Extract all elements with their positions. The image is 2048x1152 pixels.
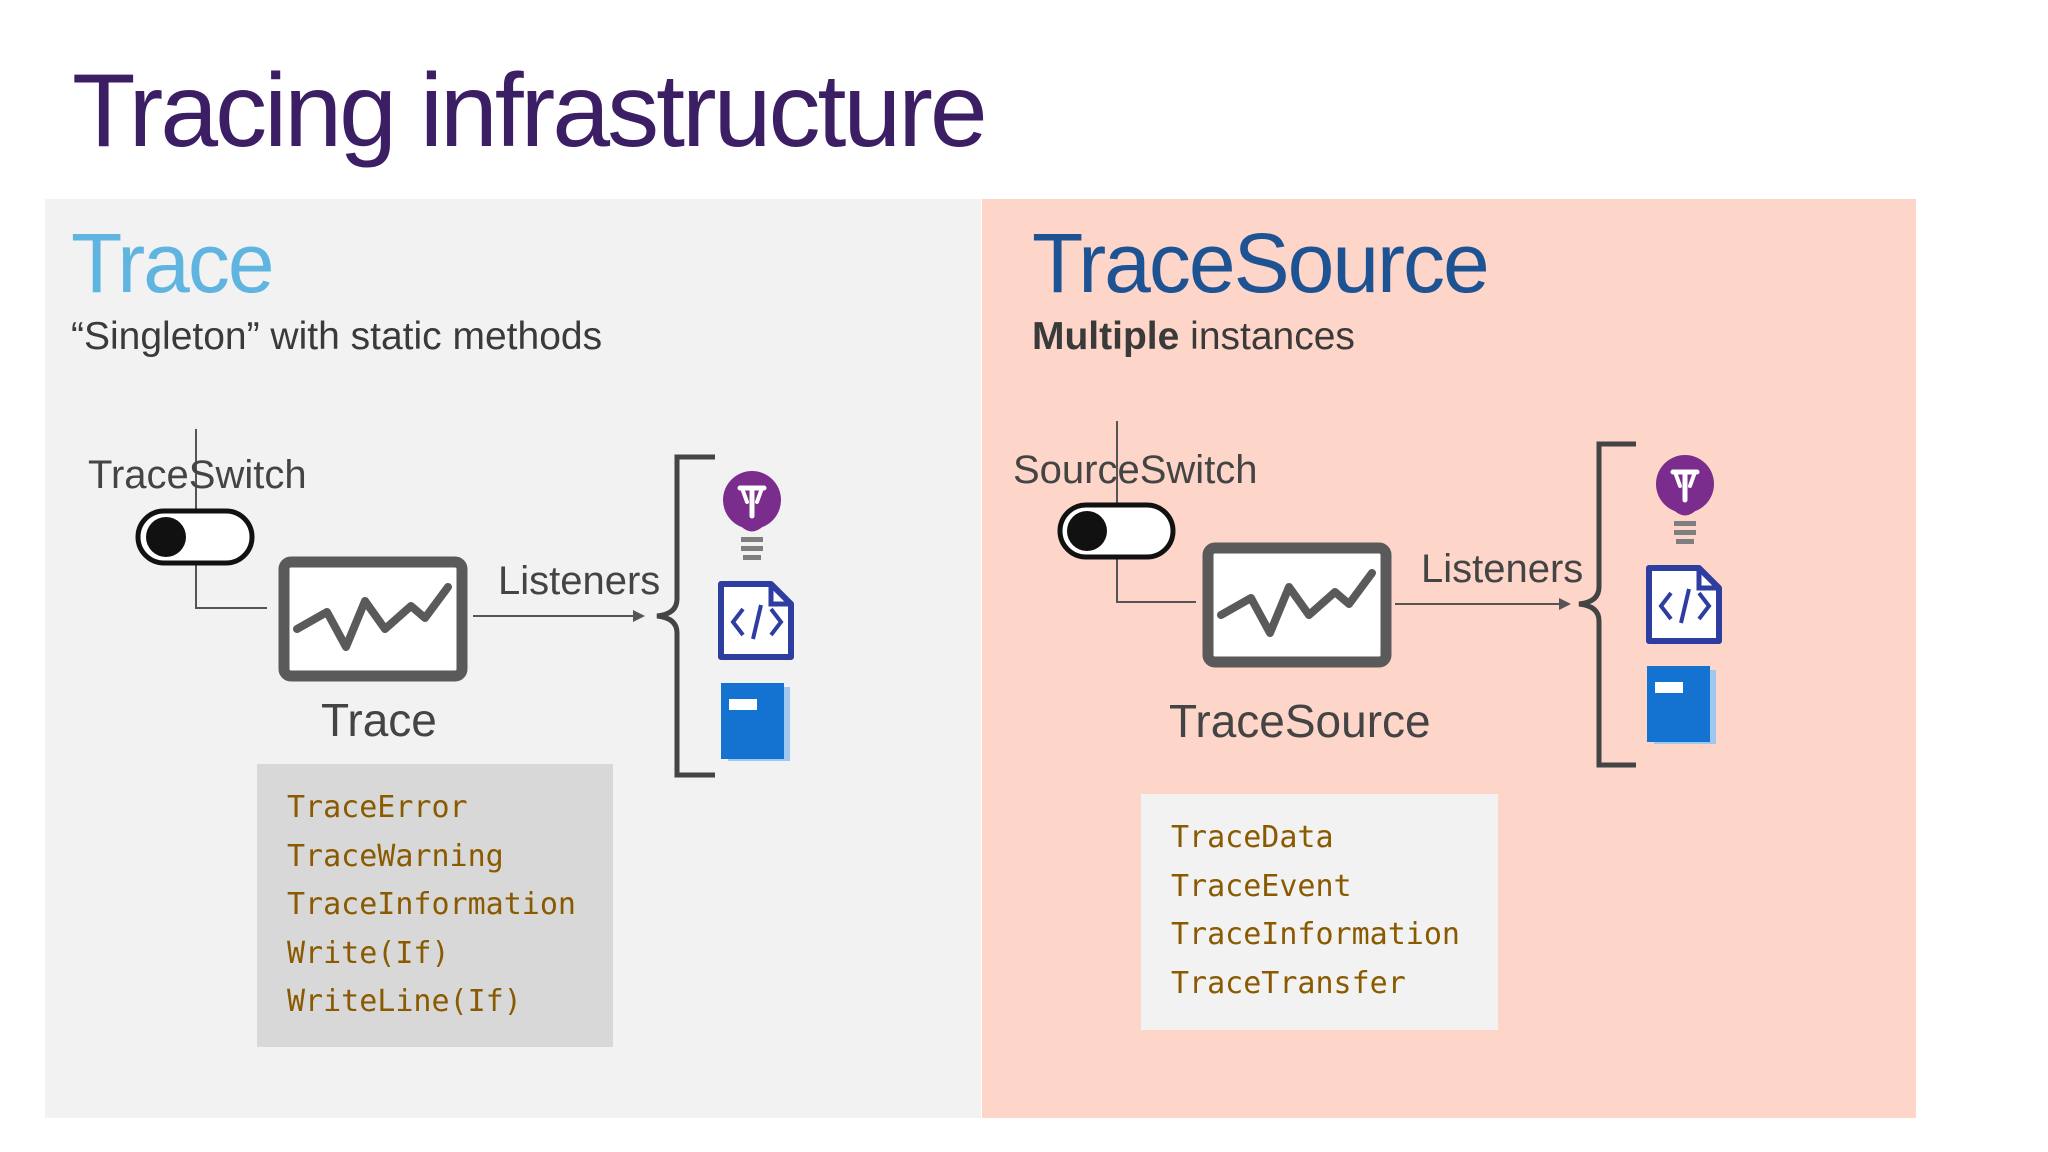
listeners-label: Listeners (1421, 547, 1584, 591)
method-item: TraceError (287, 790, 468, 825)
trace-diagram (135, 429, 794, 778)
listeners-arrow (1395, 598, 1571, 610)
monitor-chart-icon (1202, 542, 1392, 668)
tracesource-diagram (1057, 421, 1722, 768)
trace-methods-box: TraceError TraceWarning TraceInformation… (257, 764, 613, 1047)
toggle-switch-off-icon (1057, 502, 1176, 560)
lightbulb-icon (723, 471, 781, 560)
slide-title: Tracing infrastructure (72, 53, 988, 169)
trace-subtitle: “Singleton” with static methods (71, 315, 603, 358)
trace-heading: Trace (71, 216, 275, 310)
sourceswitch-label: SourceSwitch (1013, 448, 1258, 492)
method-item: TraceInformation (1171, 917, 1460, 952)
subtitle-rest-text: instances (1179, 315, 1355, 358)
lightbulb-icon (1656, 455, 1714, 544)
listeners-label: Listeners (498, 559, 661, 603)
monitor-chart-icon (278, 556, 468, 682)
tracesource-subtitle: Multiple instances (1032, 315, 1355, 359)
tracesource-methods-box: TraceData TraceEvent TraceInformation Tr… (1141, 794, 1498, 1030)
trace-panel: Trace “Singleton” with static methods (45, 199, 981, 1118)
book-icon (721, 683, 790, 761)
listeners-arrow (473, 610, 645, 622)
switch-connector-line (1116, 421, 1196, 603)
book-icon (1647, 666, 1716, 744)
method-item: TraceEvent (1171, 868, 1352, 904)
code-file-icon (718, 581, 794, 660)
listeners-brace (1578, 441, 1636, 768)
method-item: TraceData (1171, 820, 1334, 855)
tracesource-component-label: TraceSource (1169, 695, 1431, 747)
method-item: TraceTransfer (1171, 965, 1406, 1001)
method-item: TraceWarning (287, 838, 504, 874)
trace-component-label: Trace (321, 694, 437, 746)
code-file-icon (1646, 565, 1722, 644)
method-item: Write(If) (287, 935, 450, 971)
method-item: TraceInformation (287, 887, 576, 922)
tracesource-panel: TraceSource Multiple instances (982, 199, 1916, 1118)
toggle-switch-off-icon (135, 508, 255, 566)
switch-connector-line (195, 429, 267, 609)
listeners-brace (656, 454, 715, 778)
subtitle-bold-text: Multiple (1032, 315, 1180, 358)
tracesource-heading: TraceSource (1032, 216, 1490, 310)
traceswitch-label: TraceSwitch (88, 453, 307, 497)
method-item: WriteLine(If) (287, 984, 522, 1019)
